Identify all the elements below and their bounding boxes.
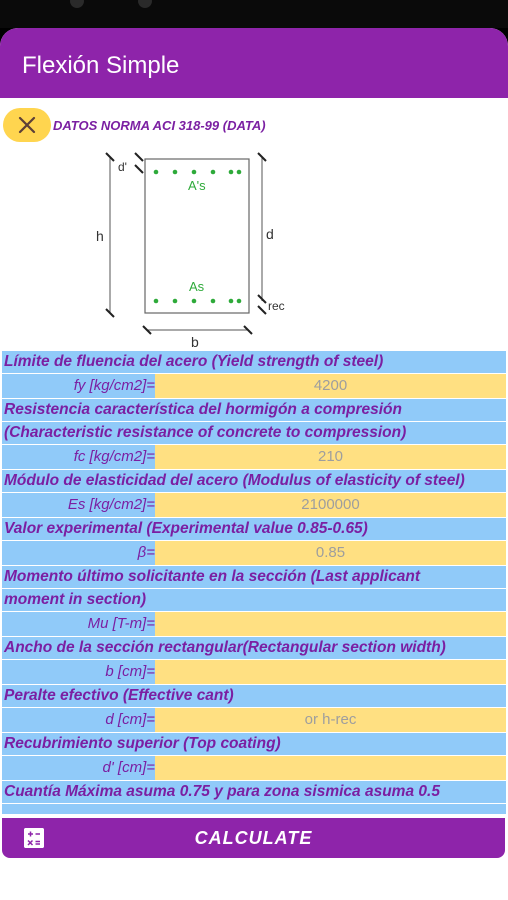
fy-row: fy [kg/cm2]= 4200 xyxy=(2,374,506,398)
top-steel-bars xyxy=(153,169,242,175)
fc-input-label: fc [kg/cm2]= xyxy=(2,445,155,469)
beam-section-diagram: A's As d' h d b rec xyxy=(96,152,285,350)
mu-input-label: Mu [T-m]= xyxy=(2,612,155,636)
app-bar: Flexión Simple xyxy=(0,28,508,98)
top-steel-label: A's xyxy=(188,178,206,193)
es-input[interactable]: 2100000 xyxy=(155,493,506,517)
field-label: Resistencia característica del hormigón … xyxy=(2,399,506,421)
dim-tick xyxy=(257,305,267,315)
field-label: Límite de fluencia del acero (Yield stre… xyxy=(2,351,506,373)
status-icon xyxy=(138,0,152,8)
dim-tick xyxy=(134,152,144,162)
beta-input[interactable]: 0.85 xyxy=(155,541,506,565)
d-prime-input[interactable] xyxy=(155,756,506,780)
dim-tick xyxy=(257,152,267,162)
d-input[interactable]: or h-rec xyxy=(155,708,506,732)
status-bar xyxy=(0,0,508,28)
d-prime-label: d' xyxy=(118,160,127,174)
app-title: Flexión Simple xyxy=(22,52,180,79)
scroll-cutoff xyxy=(2,804,506,814)
close-button[interactable] xyxy=(3,108,51,142)
field-label: (Characteristic resistance of concrete t… xyxy=(2,422,506,444)
close-icon xyxy=(18,116,36,134)
dim-tick xyxy=(243,325,253,335)
d-row: d [cm]= or h-rec xyxy=(2,708,506,732)
input-form: Límite de fluencia del acero (Yield stre… xyxy=(2,351,506,814)
field-label: Peralte efectivo (Effective cant) xyxy=(2,685,506,707)
d-prime-input-label: d' [cm]= xyxy=(2,756,155,780)
d-input-label: d [cm]= xyxy=(2,708,155,732)
mu-row: Mu [T-m]= xyxy=(2,612,506,636)
field-label: Valor experimental (Experimental value 0… xyxy=(2,518,506,540)
fy-input-label: fy [kg/cm2]= xyxy=(2,374,155,398)
status-icon xyxy=(70,0,84,8)
field-label: Momento último solicitante en la sección… xyxy=(2,566,506,588)
fc-row: fc [kg/cm2]= 210 xyxy=(2,445,506,469)
field-label: Ancho de la sección rectangular(Rectangu… xyxy=(2,637,506,659)
field-label: Recubrimiento superior (Top coating) xyxy=(2,733,506,755)
b-input[interactable] xyxy=(155,660,506,684)
b-label: b xyxy=(191,334,199,350)
es-row: Es [kg/cm2]= 2100000 xyxy=(2,493,506,517)
calculate-label: CALCULATE xyxy=(194,828,313,848)
field-label: Cuantía Máxima asuma 0.75 y para zona si… xyxy=(2,781,506,803)
calculate-button[interactable]: CALCULATE xyxy=(2,818,505,858)
app-sheet: Flexión Simple DATOS NORMA ACI 318-99 (D… xyxy=(0,28,508,900)
beta-input-label: β= xyxy=(2,541,155,565)
dim-tick xyxy=(257,294,267,304)
bottom-steel-bars xyxy=(153,298,242,304)
d-prime-row: d' [cm]= xyxy=(2,756,506,780)
dim-tick xyxy=(105,152,115,162)
field-label: Módulo de elasticidad del acero (Modulus… xyxy=(2,470,506,492)
fc-input[interactable]: 210 xyxy=(155,445,506,469)
calculator-icon xyxy=(24,828,44,848)
field-label: moment in section) xyxy=(2,589,506,611)
section-outline xyxy=(144,158,250,314)
mu-input[interactable] xyxy=(155,612,506,636)
dim-tick xyxy=(142,325,152,335)
beta-row: β= 0.85 xyxy=(2,541,506,565)
bottom-steel-label: As xyxy=(189,279,205,294)
norma-label: DATOS NORMA ACI 318-99 (DATA) xyxy=(53,118,266,133)
es-input-label: Es [kg/cm2]= xyxy=(2,493,155,517)
b-row: b [cm]= xyxy=(2,660,506,684)
h-label: h xyxy=(96,228,104,244)
dim-tick xyxy=(134,164,144,174)
b-input-label: b [cm]= xyxy=(2,660,155,684)
d-label: d xyxy=(266,226,274,242)
dim-tick xyxy=(105,308,115,318)
fy-input[interactable]: 4200 xyxy=(155,374,506,398)
rec-label: rec xyxy=(268,299,285,313)
